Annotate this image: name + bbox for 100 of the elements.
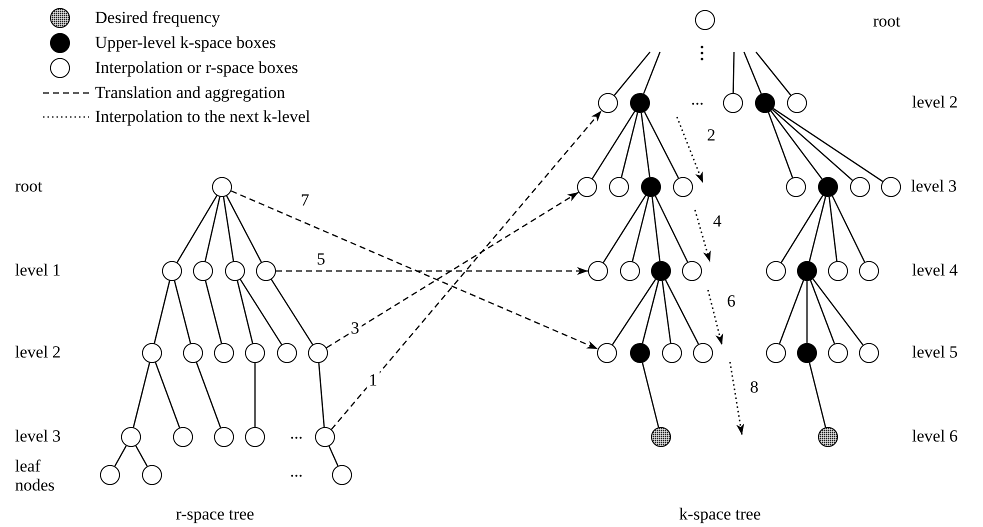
tree-node-circle: [214, 343, 234, 363]
tree-node-circle: [598, 93, 618, 113]
tree-node-circle: [277, 343, 297, 363]
tree-branch-line: [662, 280, 672, 344]
tree-branch-line: [226, 196, 262, 262]
tree-node-circle: [693, 343, 713, 363]
tree-branch-line: [654, 196, 688, 262]
legend-text: Translation and aggregation: [95, 84, 286, 101]
tree-branch-line: [236, 280, 254, 344]
filled-tree-node: [797, 261, 817, 281]
text-label: r-space tree: [176, 506, 254, 524]
tree-branch-line: [135, 445, 148, 467]
text-label: level 2: [912, 94, 958, 112]
tree-branch-line: [732, 52, 735, 94]
tree-node-circle: [100, 465, 120, 485]
tree-branch-line: [768, 112, 794, 178]
dashed-arrow: [276, 267, 588, 275]
text-label: 2: [707, 126, 716, 146]
tree-node-circle: [162, 261, 182, 281]
tree-branch-line: [664, 280, 700, 344]
tree-node-circle: [315, 427, 335, 447]
tree-node-circle: [682, 261, 702, 281]
tree-branch-line: [812, 278, 864, 346]
tree-node-circle: [214, 427, 234, 447]
tree-branch-line: [174, 280, 192, 344]
tree-branch-line: [154, 280, 170, 344]
tree-node-circle: [193, 261, 213, 281]
filled-tree-node: [797, 343, 817, 363]
tree-branch-line: [240, 279, 282, 345]
tree-node-circle: [308, 343, 328, 363]
tree-branch-line: [132, 362, 150, 428]
text-label: root: [15, 178, 42, 196]
text-label: ...: [290, 424, 303, 444]
edge-label: 5: [314, 250, 328, 268]
tree-branch-line: [772, 108, 884, 182]
text-label: leaf nodes: [15, 457, 55, 495]
filled-tree-node: [630, 343, 650, 363]
tree-node-circle: [173, 427, 193, 447]
tree-branch-line: [154, 362, 180, 428]
tree-branch-line: [640, 112, 650, 178]
tree-node-circle: [766, 343, 786, 363]
legend-text: Upper-level k-space boxes: [95, 34, 276, 51]
text-label: level 2: [15, 344, 61, 362]
dashed-arrow: [330, 110, 602, 430]
tree-branch-line: [204, 280, 222, 344]
filled-tree-node: [630, 93, 650, 113]
tree-branch-line: [642, 280, 660, 344]
tree-branch-line: [780, 195, 824, 263]
text-label: level 3: [15, 428, 61, 446]
tree-node-circle: [859, 343, 879, 363]
hatched-tree-node: [651, 427, 671, 447]
text-label: ...: [691, 90, 704, 110]
tree-node-circle: [850, 177, 870, 197]
tree-branch-line: [756, 52, 792, 96]
tree-node-circle: [332, 465, 352, 485]
tree-branch-line: [196, 362, 222, 428]
filled-tree-node: [818, 177, 838, 197]
legend-text: Interpolation to the next k-level: [95, 108, 310, 125]
tree-node-circle: [662, 343, 682, 363]
tree-branch-line: [222, 196, 234, 262]
tree-branch-line: [592, 111, 636, 179]
text-label: 8: [750, 378, 758, 398]
tree-branch-line: [254, 363, 256, 427]
filled-tree-node: [651, 261, 671, 281]
text-label: level 3: [911, 178, 957, 196]
tree-branch-line: [808, 362, 826, 428]
tree-node-circle: [245, 343, 265, 363]
tree-branch-line: [642, 362, 660, 428]
tree-branch-line: [328, 446, 338, 466]
text-label: level 5: [912, 344, 958, 362]
tree-branch-line: [828, 196, 838, 262]
tree-node-circle: [609, 177, 629, 197]
tree-branch-line: [644, 112, 680, 178]
filled-tree-node: [641, 177, 661, 197]
tree-node-circle: [881, 177, 901, 197]
dashed-arrow: [326, 192, 579, 348]
tree-node-circle: [597, 343, 617, 363]
tree-branch-line: [114, 445, 127, 467]
tree-node-circle: [828, 261, 848, 281]
tree-branch-line: [772, 109, 853, 181]
tree-branch-line: [270, 279, 314, 345]
edge-label: 7: [298, 192, 312, 208]
text-label: 6: [727, 292, 736, 312]
tree-branch-line: [204, 196, 220, 262]
edge-label: 3: [348, 320, 362, 336]
tree-node-circle: [786, 177, 806, 197]
dashed-arrow: [230, 190, 598, 350]
text-label: ...: [290, 462, 303, 482]
hatched-tree-node: [818, 427, 838, 447]
filled-tree-node: [755, 93, 775, 113]
tree-node-circle: [256, 261, 276, 281]
text-label: level 6: [912, 428, 958, 446]
tree-node-circle: [766, 261, 786, 281]
tree-branch-line: [614, 52, 650, 96]
tree-node-circle: [577, 177, 597, 197]
legend-text: Desired frequency: [95, 9, 220, 26]
text-label: k-space tree: [679, 506, 761, 524]
tree-branch-line: [652, 196, 660, 262]
tree-node-circle: [142, 343, 162, 363]
tree-node-circle: [142, 465, 162, 485]
